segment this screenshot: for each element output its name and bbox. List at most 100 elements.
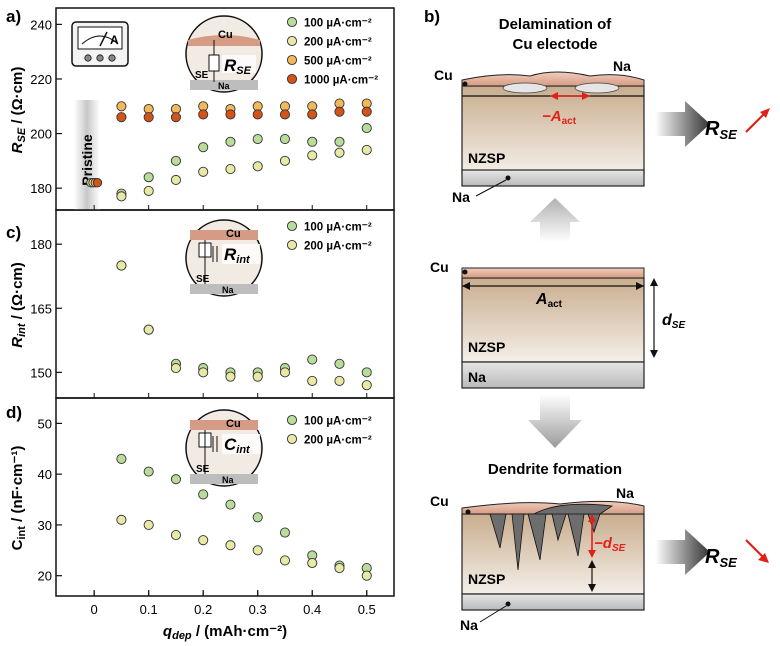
panel-label-b: b) <box>424 7 440 26</box>
legend-label-a-3: 1000 µA·cm⁻² <box>304 75 378 87</box>
na-label-top: Na <box>452 189 470 205</box>
point-a-s3-2 <box>170 112 181 123</box>
point-a-s1-8 <box>334 147 345 158</box>
point-d-s1-8 <box>334 563 345 574</box>
inset-circuit-a: Cu SE Na RSE <box>185 15 263 93</box>
na-layer-mid <box>461 361 645 389</box>
point-a-s0-7 <box>307 136 318 147</box>
point-a-s0-1 <box>143 172 154 183</box>
point-d-s1-6 <box>279 555 291 566</box>
d-se-delta-label: −dSE <box>594 535 626 554</box>
point-a-s0-6 <box>279 133 291 145</box>
point-c-s1-8 <box>334 375 345 386</box>
points-d <box>116 453 372 581</box>
point-a-s0-5 <box>252 133 263 145</box>
pristine-band <box>74 100 100 210</box>
y-tick-label-a-2: 220 <box>30 72 52 87</box>
na-label-dendrite: Na <box>616 485 634 501</box>
point-a-s1-6 <box>279 155 291 166</box>
r-se-label-top: RSE <box>705 118 737 142</box>
legend-marker-c-0 <box>286 220 298 232</box>
arrow-up <box>530 198 580 242</box>
inset-a-na: Na <box>218 81 230 91</box>
legend-marker-d-1 <box>286 433 298 445</box>
legend-marker-a-0 <box>286 16 298 28</box>
panel-label-d: d) <box>6 403 22 422</box>
y-tick-label-d-1: 30 <box>38 518 52 533</box>
point-d-s1-1 <box>143 519 154 530</box>
nzsp-label-mid: NZSP <box>468 339 505 355</box>
a-act-label: Aact <box>535 291 563 310</box>
point-a-s0-2 <box>170 155 181 166</box>
inset-a-se: SE <box>195 70 209 81</box>
y-tick-label-c-1: 165 <box>30 301 52 316</box>
point-c-s0-8 <box>334 358 345 369</box>
legend-label-a-1: 200 µA·cm⁻² <box>304 37 372 49</box>
point-a-s1-7 <box>307 150 318 161</box>
na-pocket-1 <box>502 82 548 94</box>
y-tick-label-c-0: 150 <box>30 365 52 380</box>
a-act-delta-label: −Aact <box>542 108 577 127</box>
legend-label-a-0: 100 µA·cm⁻² <box>304 18 372 30</box>
inset-a-r: RSE <box>224 56 252 77</box>
y-axis-label-c: Rint / (Ω·cm) <box>9 262 28 348</box>
point-a-s0-4 <box>225 136 236 147</box>
cu-marker-bottom <box>465 509 471 515</box>
point-a-s0-8 <box>334 136 345 147</box>
y-tick-label-a-3: 240 <box>30 17 52 32</box>
point-c-s1-2 <box>170 363 181 374</box>
point-d-s0-0 <box>116 453 127 464</box>
point-a-s1-2 <box>170 174 181 186</box>
delamination-title-1: Delamination of <box>499 16 613 33</box>
inset-c-se: SE <box>196 274 210 285</box>
na-marker-bottom <box>505 601 511 607</box>
nzsp-label-bottom: NZSP <box>468 571 505 587</box>
y-tick-label-d-0: 20 <box>38 569 52 584</box>
d-se-remaining-arrowheads <box>588 560 596 592</box>
cu-marker-top <box>462 81 468 87</box>
inset-d-na: Na <box>222 475 234 485</box>
point-d-s1-9 <box>361 570 372 581</box>
point-a-s0-9 <box>361 123 372 134</box>
x-tick-label-0: 0 <box>91 602 98 617</box>
point-a-s1-3 <box>198 166 209 177</box>
point-d-s0-6 <box>279 527 291 538</box>
point-c-s1-6 <box>279 367 291 378</box>
r-se-decrease-head <box>758 553 769 563</box>
point-d-s0-1 <box>143 466 154 477</box>
d-se-label: dSE <box>662 312 685 331</box>
point-d-s1-4 <box>225 540 236 551</box>
ammeter-label: A <box>110 33 119 47</box>
legend-label-d-1: 200 µA·cm⁻² <box>304 435 372 447</box>
point-a-s3-1 <box>143 112 154 123</box>
x-tick-label-5: 0.5 <box>358 602 376 617</box>
panel-label-a: a) <box>6 7 21 26</box>
point-d-s0-4 <box>225 499 236 510</box>
r-se-label-bottom: RSE <box>705 546 737 570</box>
point-c-s1-9 <box>361 380 372 391</box>
arrow-right-top <box>655 101 710 147</box>
point-a-s1-0 <box>116 191 127 202</box>
na-label-bottom: Na <box>460 617 478 633</box>
inset-a-cu: Cu <box>218 29 233 41</box>
panel-label-c: c) <box>6 223 21 242</box>
y-tick-label-a-1: 200 <box>30 127 52 142</box>
legend-label-c-0: 100 µA·cm⁻² <box>304 222 372 234</box>
legend-marker-a-1 <box>286 35 298 47</box>
arrow-right-bottom <box>655 529 710 575</box>
inset-circuit-c: Cu SE Na Rint <box>185 219 263 297</box>
point-a-s1-4 <box>225 164 236 175</box>
d-se-arrowheads <box>650 278 658 358</box>
point-a-s1-5 <box>252 161 263 172</box>
point-a-s0-3 <box>198 142 209 153</box>
cu-label-mid: Cu <box>430 259 449 275</box>
point-a-s3-7 <box>307 109 318 120</box>
inset-c-na: Na <box>222 285 234 295</box>
point-d-s0-5 <box>252 512 263 523</box>
